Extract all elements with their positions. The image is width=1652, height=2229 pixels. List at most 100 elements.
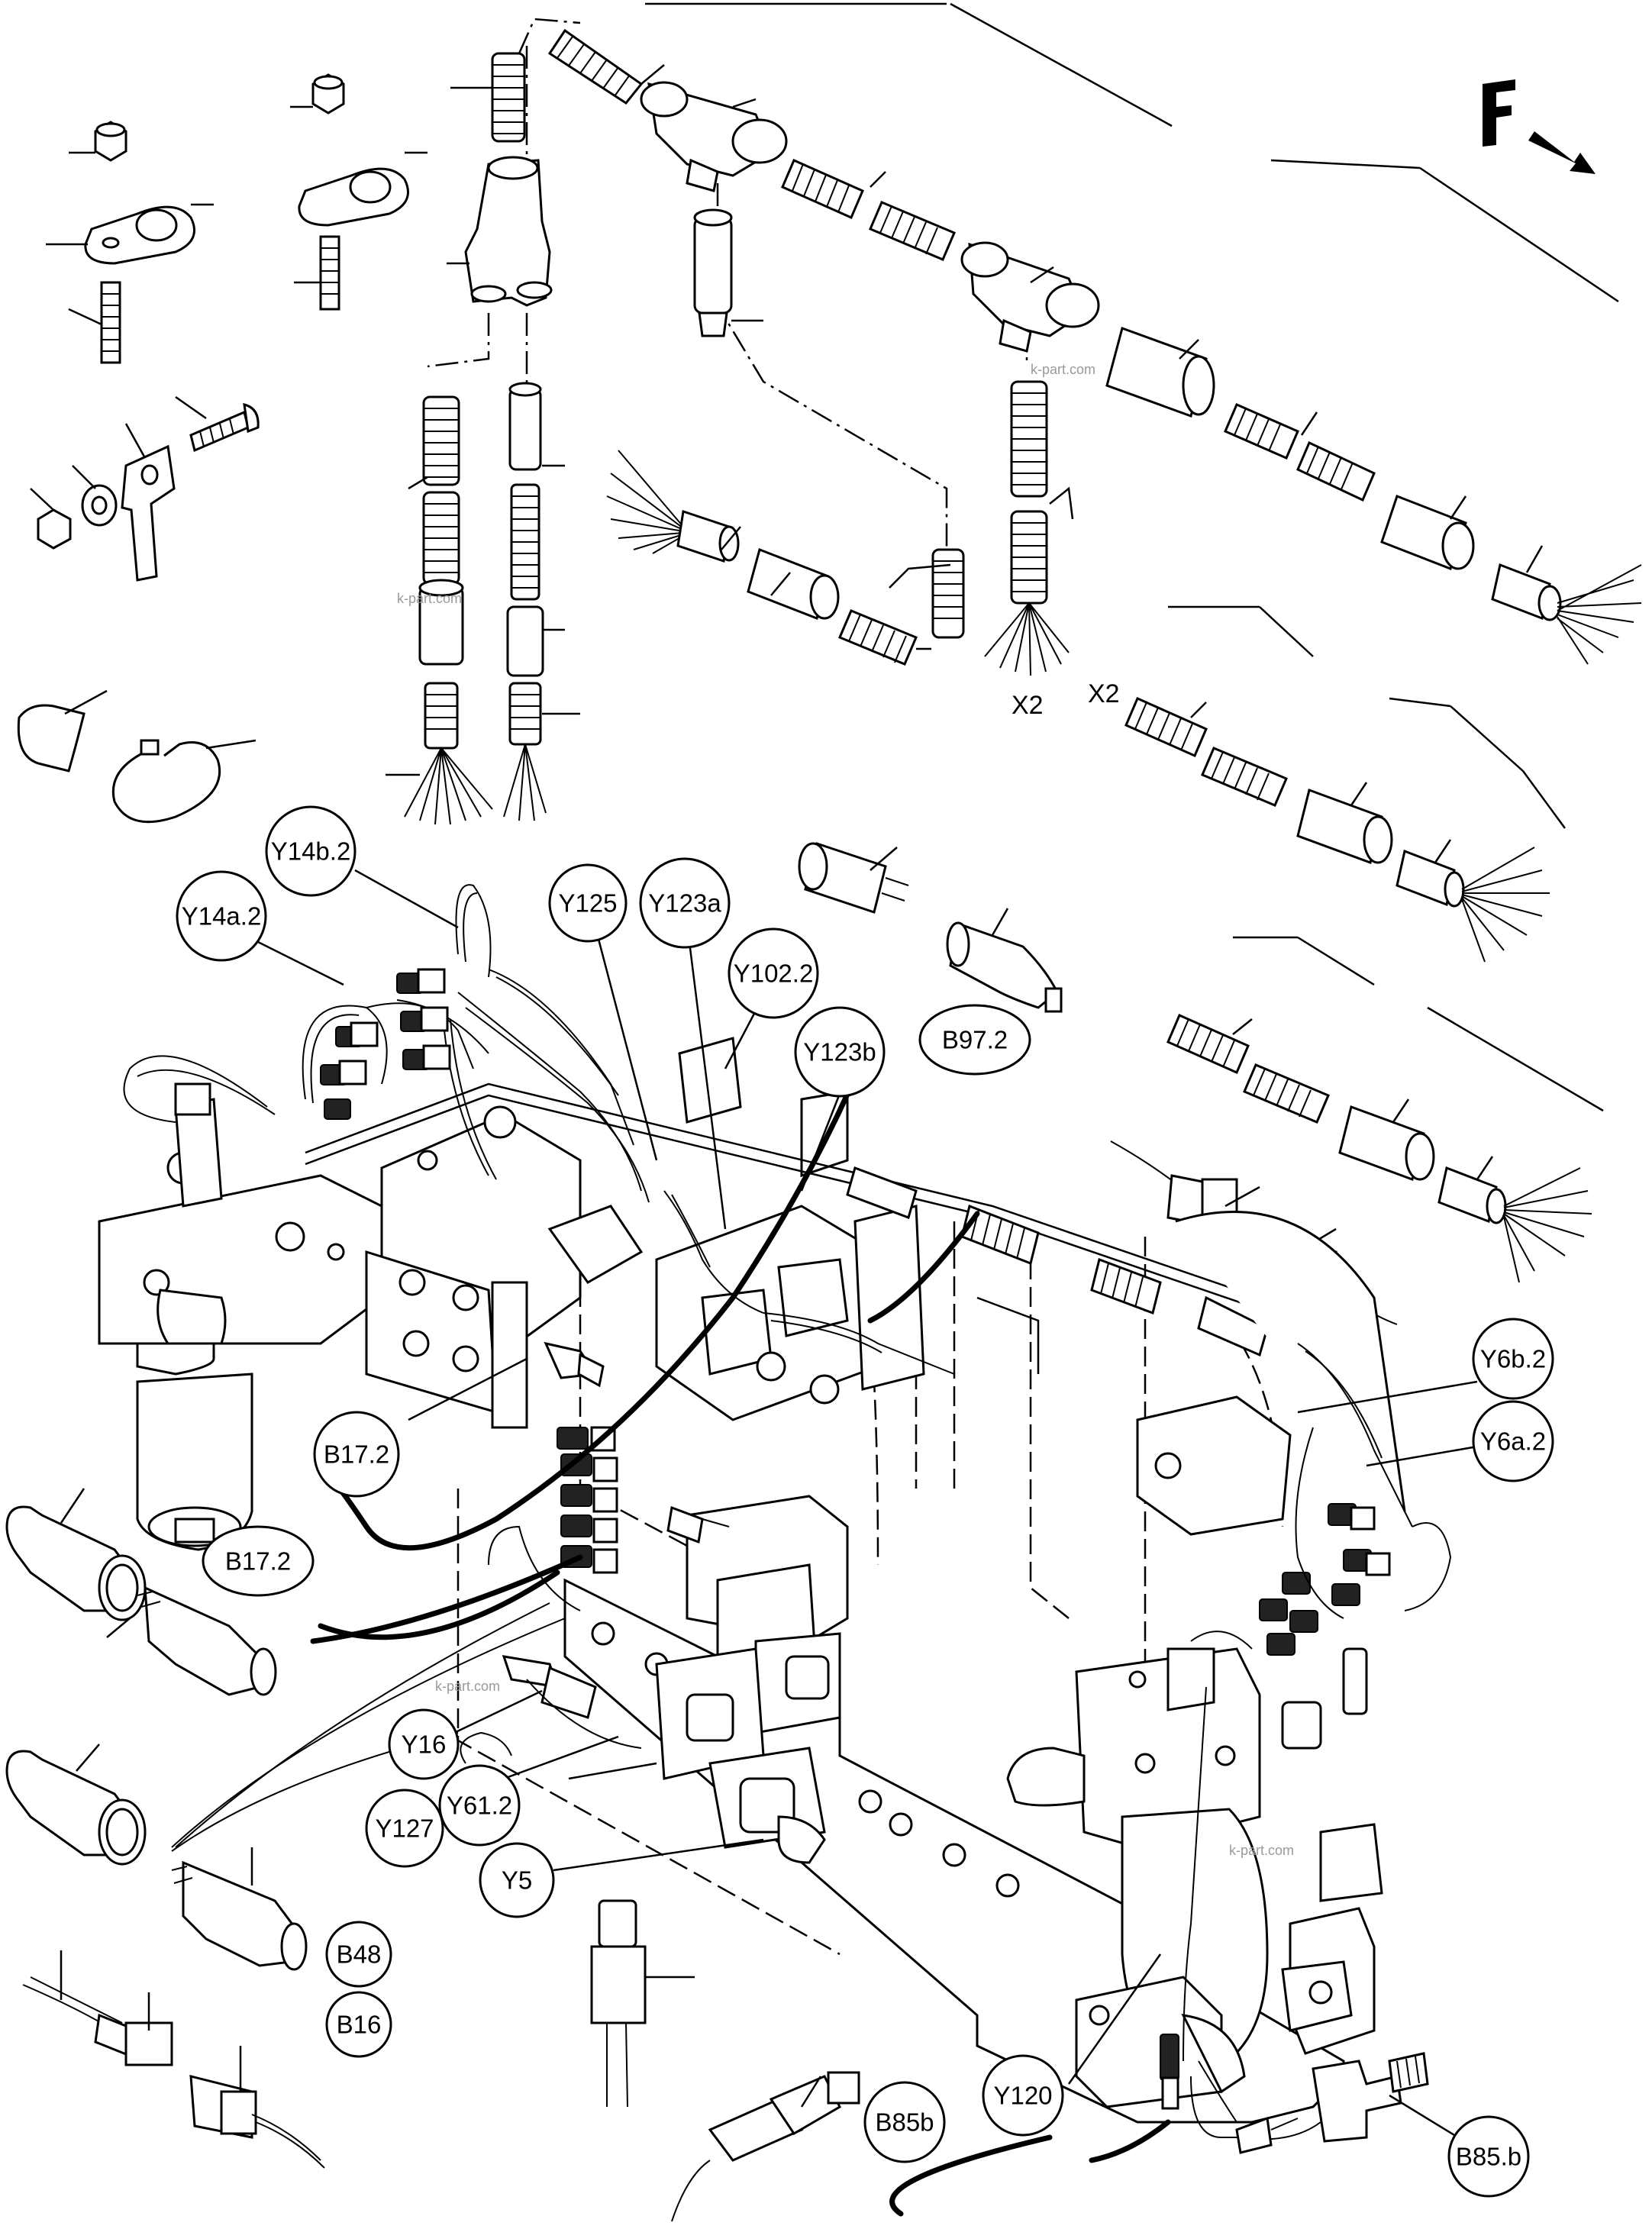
callout-b85b: B85b [863,2081,946,2163]
valve-body-lower-right [1281,1647,1383,2055]
callout-y5: Y5 [479,1842,555,1918]
gland-nut-5 [1296,789,1393,864]
x2-assembly-upper [1124,605,1566,963]
corrugated-tube-5 [1296,440,1376,502]
corrugated-tube-10 [422,491,460,585]
callout-y120-label: Y120 [993,2082,1052,2110]
wire-fan-6 [1461,847,1550,963]
callout-y127: Y127 [365,1789,444,1868]
connector-sleeve-2 [693,208,733,337]
solenoid-valve-stack [655,1495,849,1864]
forward-letter-f [1483,79,1515,147]
hydraulic-pipe-center [491,1205,644,1429]
callout-y14b2-label: Y14b.2 [271,837,351,866]
corrugated-tube-11 [510,483,540,601]
nut-1 [94,121,127,162]
callout-b972-label: B97.2 [942,1026,1008,1054]
corrugated-tube-16 [1166,1014,1250,1074]
manifold-block-center [365,1105,582,1414]
wye-connector [464,156,553,307]
watermark-3: k-part.com [435,1679,500,1694]
connector-sleeve-1 [1105,327,1215,418]
watermark-1: k-part.com [397,591,462,606]
callout-y1022-label: Y102.2 [734,960,814,988]
conduit-sleeve-horizontal [846,1166,1269,1357]
corrugated-tube-14 [1124,697,1208,757]
corrugated-tube-17 [1243,1063,1330,1124]
callout-y14a2: Y14a.2 [176,870,267,962]
bold-callout-curves [171,1066,1171,2217]
cable-tie [111,739,221,824]
arrow-right-down-icon [1528,131,1596,174]
main-frame-assembly [98,1037,1429,2143]
connector-block-cluster-right [1259,1503,1391,1656]
tee-connector-2 [960,241,1100,353]
x2-assembly-lower [1166,936,1604,1283]
mounting-bracket [121,444,176,582]
connector-sleeve-3 [508,382,542,471]
connector-block-cluster-left [320,968,451,1120]
cable-gland-2 [424,682,459,750]
callout-b85b-2: B85.b [1447,2115,1530,2198]
callout-b48-label: B48 [337,1940,382,1969]
callout-y123a-label: Y123a [648,889,721,918]
callout-y612-label: Y61.2 [447,1792,512,1820]
callout-y612: Y61.2 [438,1764,521,1847]
gland-nut-2 [418,579,464,666]
corrugated-tube-1 [547,28,644,105]
sensor-boot-1 [946,921,1063,1013]
wire-fan-5 [606,450,684,554]
bracket-screw [189,403,260,453]
corrugated-tube-6 [1010,380,1048,498]
connector-block-cluster-center [557,1426,618,1574]
callout-y125: Y125 [548,863,628,943]
watermarks: k-part.com k-part.com k-part.com k-part.… [397,362,1294,1858]
callout-b16: B16 [325,1991,392,2058]
cable-gland-5 [1395,849,1465,908]
cable-gland-3 [508,682,542,746]
wire-fan-2 [984,602,1070,676]
valve-body-right [1136,1211,1406,1536]
pressure-sensor-center [666,1505,730,1544]
nut-3 [37,508,72,550]
cable-gland-1 [1491,563,1562,621]
sensor-boot-b48 [5,1750,147,1866]
callout-b172b: B17.2 [202,1525,315,1597]
wire-fan-3 [404,747,493,825]
wire-fan-1 [1557,564,1642,665]
callout-y6b2: Y6b.2 [1472,1318,1554,1400]
hardware-group-top-left [17,73,428,824]
callout-b85b-label: B85b [875,2108,934,2137]
sensor-body-b48 [171,1860,308,1971]
sensor-b85b-bottom [671,2071,860,2222]
bolt-1 [100,281,121,364]
callout-y6b2-label: Y6b.2 [1480,1345,1546,1373]
corrugated-tube-9 [422,395,460,486]
pressure-sensor-b17 [544,1341,605,1388]
main-wiring-harness [123,884,1452,2154]
nut-2 [311,73,345,115]
callout-b16-label: B16 [337,2011,382,2039]
pressure-sensor-y127 [502,1655,597,1719]
wire-fan-7 [1503,1167,1592,1283]
b97-2-sensor-parts [798,842,1063,1013]
callout-y6a2: Y6a.2 [1472,1400,1554,1482]
callout-y5-label: Y5 [502,1866,532,1895]
cable-gland-4 [676,510,740,563]
p-clip-1 [84,205,195,265]
inline-connector-center-bottom [590,1899,647,2108]
conduit-tree-assembly [386,2,1642,825]
washer [81,484,118,527]
wire-fan-4 [503,744,547,821]
p-clip-2 [298,167,409,227]
bolt-2 [319,235,340,311]
sensor-plug-b85b [1235,2116,1299,2154]
tee-fitting-lower-right [1312,2052,1429,2143]
callout-y16: Y16 [388,1708,460,1780]
sensor-body-b17 [137,1585,277,1696]
corrugated-tube-12 [838,609,918,666]
insulation-tape [17,704,86,773]
tee-connector-1 [640,81,788,192]
gland-nut-1 [1380,495,1475,570]
